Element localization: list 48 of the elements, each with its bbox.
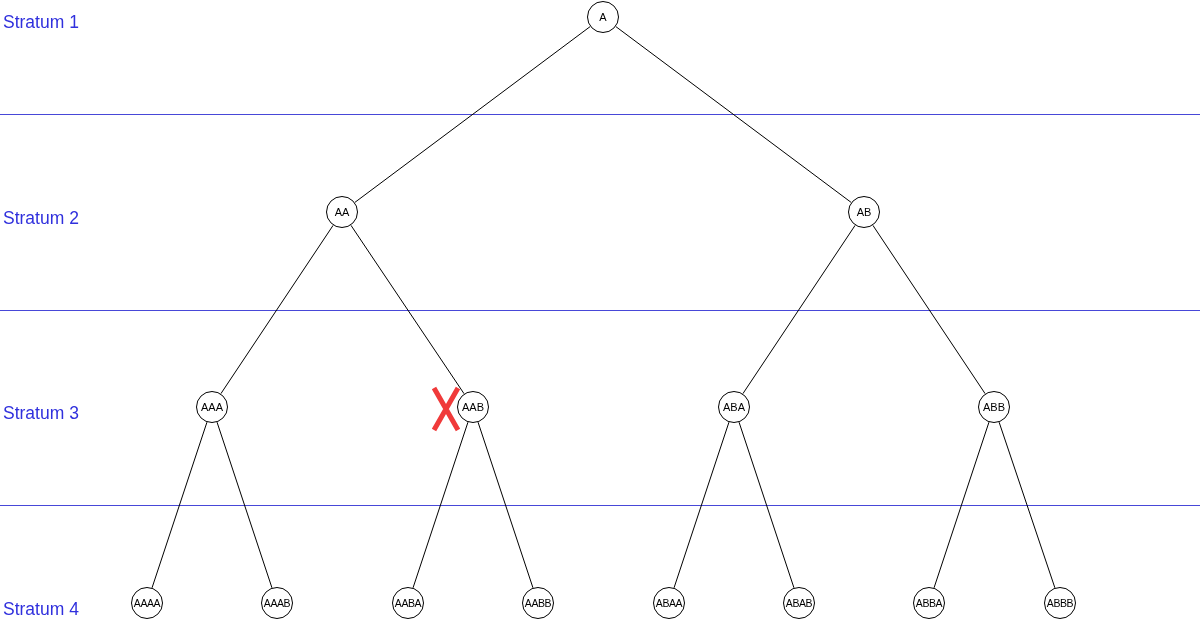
- tree-edge-line: [742, 224, 856, 395]
- tree-edge-line: [738, 421, 795, 589]
- node-label: AABB: [524, 597, 552, 609]
- stratum-label: Stratum 2: [3, 208, 79, 229]
- node-label: AAB: [462, 401, 484, 413]
- tree-node-circle: [392, 587, 424, 619]
- tree-node-circle: [587, 1, 619, 33]
- tree-edge-line: [412, 421, 469, 589]
- node-label: AABA: [394, 597, 422, 609]
- tree-edge-line: [354, 26, 591, 203]
- node-label: AA: [334, 206, 350, 218]
- stratum-label: Stratum 1: [3, 12, 79, 33]
- stratum-label: Stratum 4: [3, 599, 79, 620]
- tree-node-circle: [1044, 587, 1076, 619]
- tree-edge-line: [151, 421, 208, 589]
- tree-node-circle: [848, 196, 880, 228]
- tree-node-circle: [978, 391, 1010, 423]
- tree-edge-line: [220, 224, 334, 395]
- tree-node-circle: [522, 587, 554, 619]
- node-label: ABBB: [1046, 597, 1074, 609]
- tree-node-circle: [131, 587, 163, 619]
- tree-node-circle: [653, 587, 685, 619]
- tree-node-circle: [196, 391, 228, 423]
- tree-node-circle: [261, 587, 293, 619]
- node-label: AAAB: [263, 597, 291, 609]
- node-label: ABBA: [915, 597, 943, 609]
- tree-edge-line: [998, 421, 1056, 589]
- node-label: ABAB: [785, 597, 813, 609]
- tree-edge-line: [933, 421, 990, 589]
- tree-node-circle: [718, 391, 750, 423]
- tree-node-circle: [457, 391, 489, 423]
- node-label: A: [599, 11, 607, 23]
- tree-edge-line: [350, 224, 465, 395]
- node-label: ABB: [983, 401, 1005, 413]
- tree-edge-line: [216, 421, 273, 589]
- stratum-label: Stratum 3: [3, 403, 79, 424]
- node-label: AB: [856, 206, 872, 218]
- node-label: ABA: [723, 401, 745, 413]
- tree-node-circle: [913, 587, 945, 619]
- node-label: AAAA: [133, 597, 161, 609]
- node-label: ABAA: [655, 597, 683, 609]
- tree-edge-line: [477, 421, 534, 589]
- node-label: AAA: [201, 401, 223, 413]
- tree-edge-line: [615, 26, 852, 203]
- tree-node-circle: [783, 587, 815, 619]
- tree-edge-line: [673, 421, 730, 589]
- tree-node-circle: [326, 196, 358, 228]
- tree-edge-line: [872, 224, 986, 395]
